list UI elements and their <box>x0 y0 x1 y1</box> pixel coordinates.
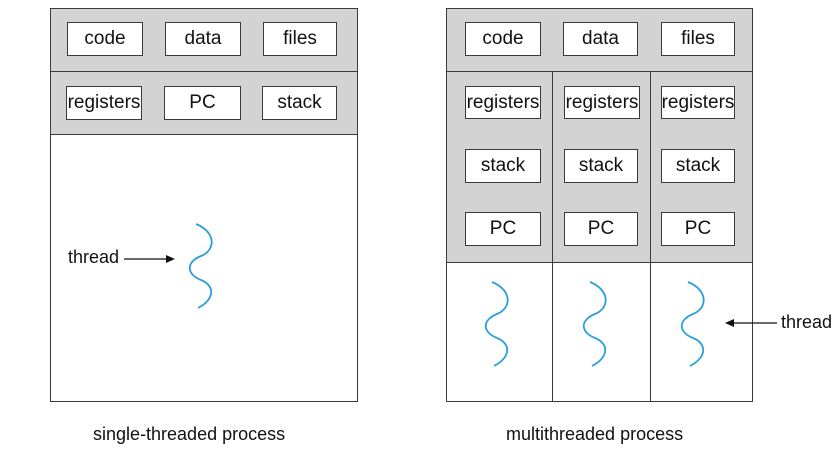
multi-thread2-stack-box: stack <box>564 149 638 183</box>
single-data-box: data <box>165 22 241 56</box>
multi-thread3-wave <box>680 281 705 367</box>
multi-thread1-pc-box: PC <box>465 212 541 246</box>
single-process-outline <box>50 8 358 402</box>
single-thread-body <box>50 135 358 402</box>
single-code-box: code <box>67 22 143 56</box>
multi-thread-arrow-head <box>725 319 734 327</box>
single-files-box: files <box>263 22 337 56</box>
single-divider-2 <box>50 134 358 135</box>
multi-caption: multithreaded process <box>506 424 684 444</box>
multi-thread-label: thread <box>781 312 833 332</box>
single-thread-label: thread <box>68 247 120 267</box>
multi-thread1-wave <box>484 281 509 367</box>
multi-divider-2 <box>446 262 753 263</box>
multi-column-divider-1 <box>552 71 553 402</box>
multi-thread2-registers-box: registers <box>564 86 640 119</box>
multi-thread3-stack-box: stack <box>661 149 735 183</box>
multi-code-box: code <box>465 22 541 56</box>
multi-thread2-wave <box>582 281 607 367</box>
multi-files-box: files <box>661 22 735 56</box>
multi-process-outline <box>446 8 753 402</box>
single-registers-box: registers <box>66 86 142 120</box>
single-pc-box: PC <box>164 86 241 120</box>
multi-data-box: data <box>563 22 638 56</box>
single-stack-box: stack <box>262 86 337 120</box>
single-divider-1 <box>50 71 358 72</box>
multi-column-divider-2 <box>650 71 651 402</box>
multi-thread1-registers-box: registers <box>465 86 541 119</box>
multi-thread3-pc-box: PC <box>661 212 735 246</box>
single-caption: single-threaded process <box>93 424 286 444</box>
multi-thread3-registers-box: registers <box>661 86 735 119</box>
multi-thread2-pc-box: PC <box>564 212 638 246</box>
multi-thread1-stack-box: stack <box>465 149 541 183</box>
multi-divider-1 <box>446 71 753 72</box>
